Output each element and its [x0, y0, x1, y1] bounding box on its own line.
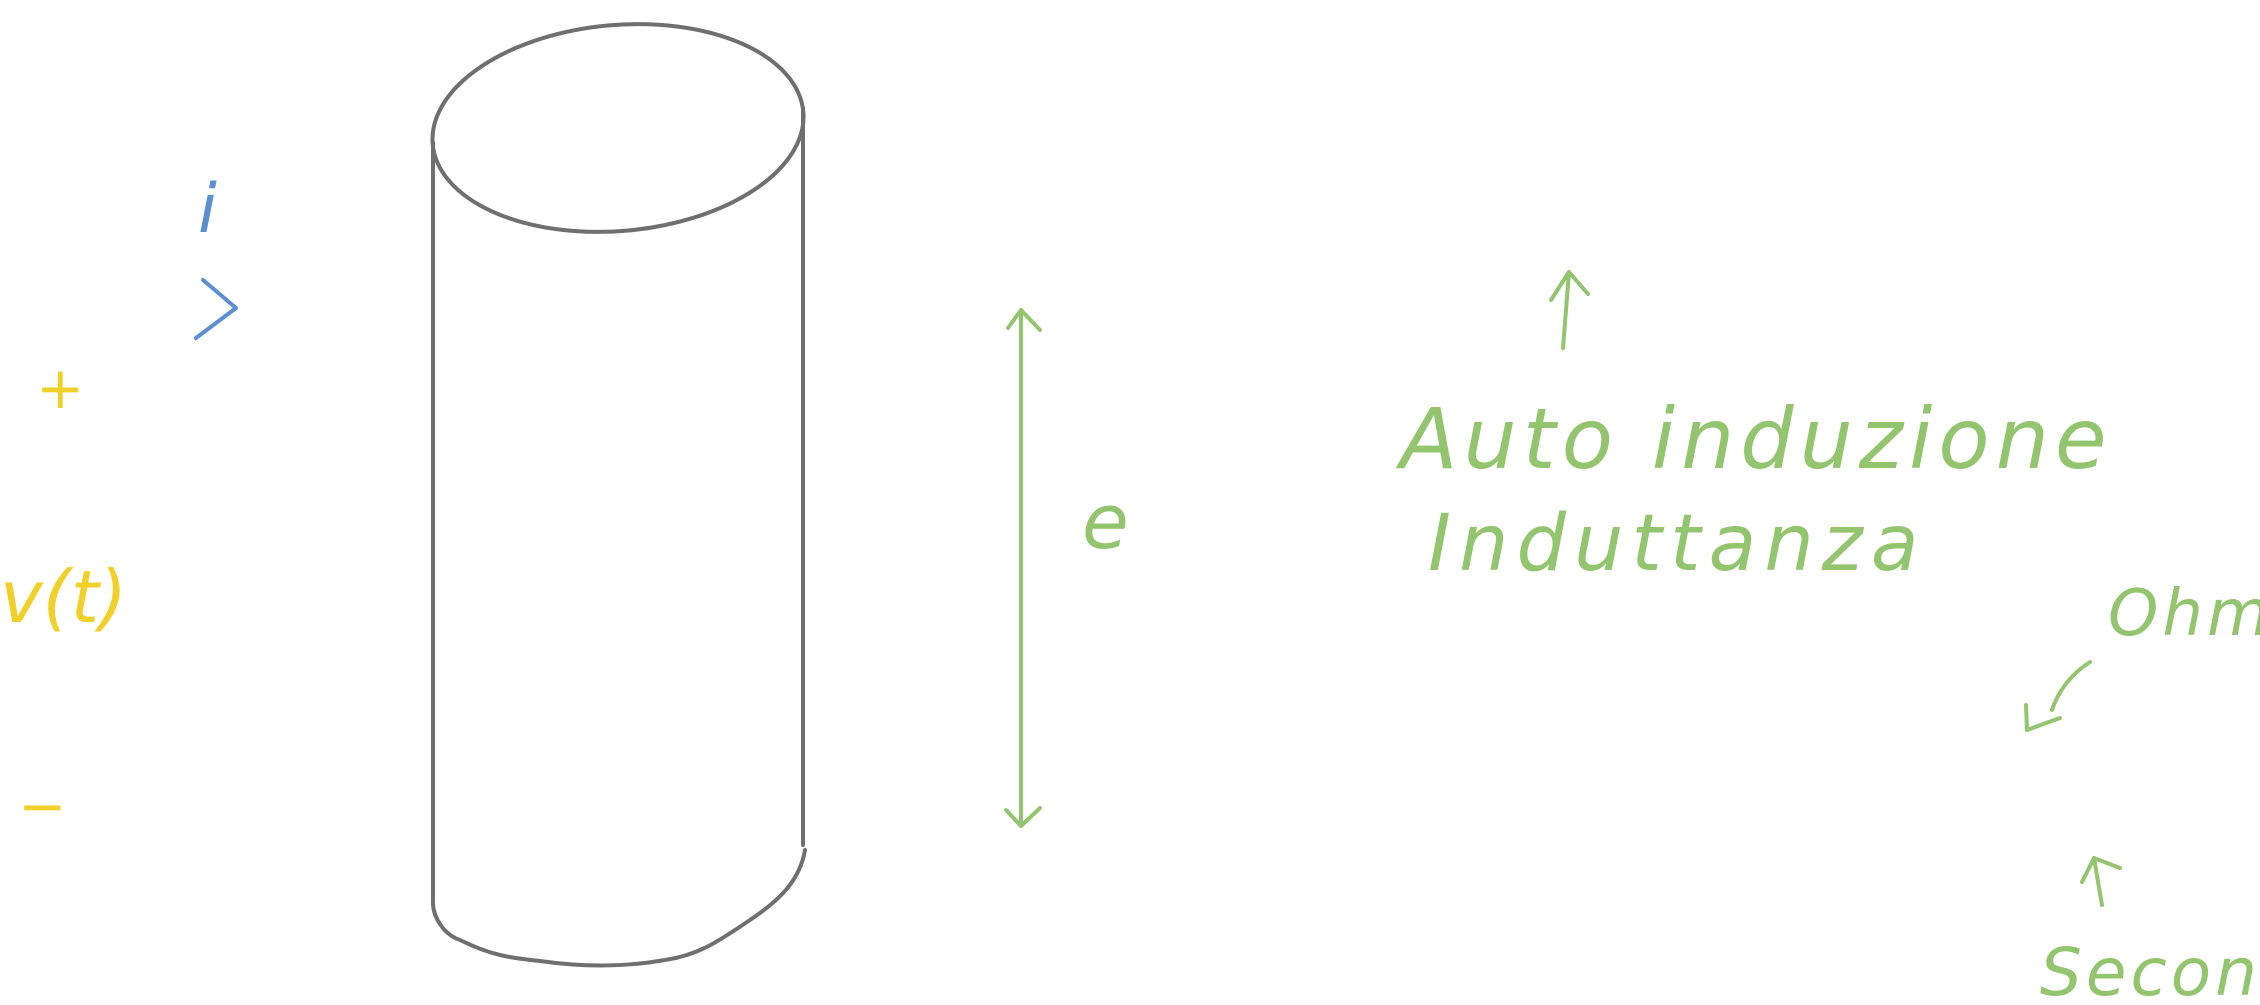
emf-label: e — [1082, 477, 1129, 566]
emf-indicator: e — [1004, 308, 1129, 828]
unit-notes: Ohm Secondi — [2024, 577, 2260, 1005]
voltage-indicator: + v(t) − — [0, 354, 127, 840]
cylinder-top-ellipse — [430, 22, 806, 234]
plus-sign: + — [36, 354, 85, 422]
coil-cylinder — [430, 22, 807, 968]
arrow-up-icon-secondi — [2080, 856, 2122, 907]
voltage-label: v(t) — [0, 555, 127, 639]
minus-sign: − — [18, 772, 67, 840]
arrow-up-icon — [1549, 270, 1590, 350]
emf-arrow-bottom-head — [1004, 806, 1042, 828]
ohm-label: Ohm — [2108, 577, 2260, 651]
cylinder-bottom-curve — [430, 848, 807, 968]
secondi-label: Secondi — [2040, 934, 2260, 1000]
current-indicator: i — [194, 170, 238, 340]
autoinduzione-label: Auto induzione — [1395, 390, 2113, 488]
inductance-notes: Auto induzione Induttanza — [1395, 270, 2113, 589]
chevron-right-icon — [194, 278, 238, 340]
emf-arrow-top-head — [1006, 308, 1042, 332]
induttanza-label: Induttanza — [1428, 499, 1927, 589]
current-label: i — [198, 170, 217, 249]
arrow-down-left-icon — [2024, 660, 2092, 732]
